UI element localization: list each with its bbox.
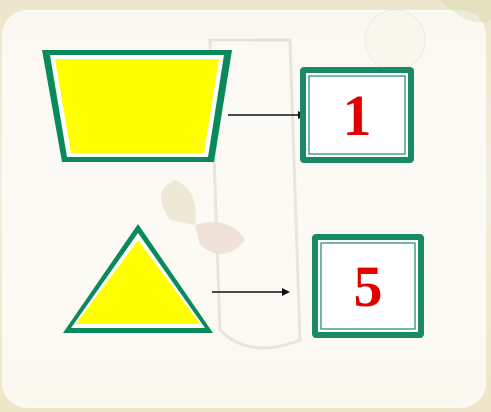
- trapezoid-shape: [42, 50, 232, 162]
- number-label-1: 1: [343, 83, 372, 148]
- number-box-2: 5: [312, 234, 424, 338]
- arrow-2: [212, 288, 290, 296]
- triangle-shape: [63, 224, 213, 333]
- number-box-1: 1: [300, 67, 414, 163]
- arrow-1: [228, 111, 306, 119]
- number-label-2: 5: [354, 254, 383, 319]
